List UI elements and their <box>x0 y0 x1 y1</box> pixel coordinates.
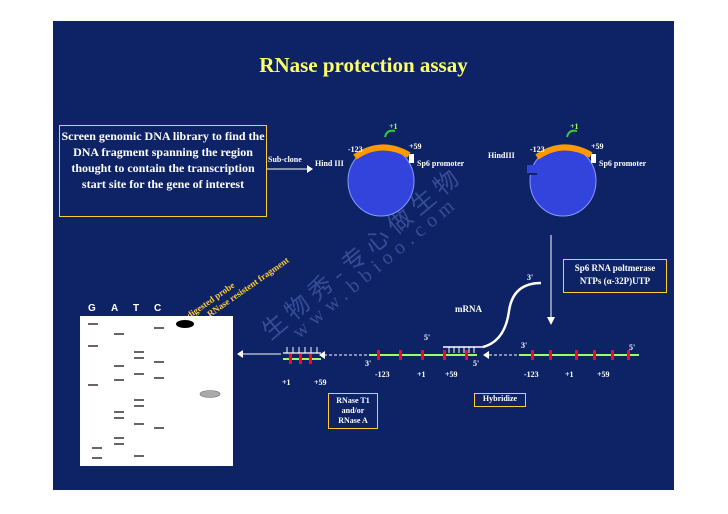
sp6-promoter-left: Sp6 promoter <box>417 159 465 168</box>
middle-minus123: -123 <box>375 370 390 379</box>
probe-strand <box>519 350 639 360</box>
minus123-right: -123 <box>530 145 545 154</box>
hybrid-strand <box>369 350 477 360</box>
rnase-arrow <box>319 351 367 359</box>
middle-3prime: 3' <box>365 359 372 368</box>
mrna-5prime: 5' <box>424 333 431 342</box>
rnase-line-2: and/or <box>341 406 365 415</box>
middle-plus1: +1 <box>417 370 426 379</box>
lane-t-label: T <box>133 303 140 314</box>
plus59-right: +59 <box>591 142 604 151</box>
fragment-plus59: +59 <box>314 378 327 387</box>
plus59-left: +59 <box>409 142 422 151</box>
subclone-arrow <box>267 165 313 173</box>
slide: 生物秀-专心做生物 www.bbioo.com RNase protection… <box>53 21 674 490</box>
subclone-label: Sub-clone <box>268 155 302 164</box>
sp6-box-line2: NTPs (α-32P)UTP <box>579 276 651 286</box>
transcription-arrow-icon <box>566 129 578 138</box>
sequencing-gel <box>80 316 233 466</box>
sp6-promoter-right: Sp6 promoter <box>599 159 647 168</box>
minus123-left: -123 <box>348 145 363 154</box>
mrna-label: mRNA <box>455 304 482 314</box>
rnase-line-1: RNase T1 <box>336 396 370 405</box>
sp6-polymerase-box: Sp6 RNA poltmerase NTPs (α-32P)UTP <box>563 259 667 293</box>
transcription-arrow-icon <box>384 129 396 138</box>
down-arrow <box>547 235 555 325</box>
gel-arrow <box>237 350 281 358</box>
mrna-3prime: 3' <box>527 273 534 282</box>
undigested-probe-band <box>176 320 194 328</box>
sp6-box-line1: Sp6 RNA poltmerase <box>574 263 656 273</box>
hybridize-label: Hybridize <box>482 394 518 403</box>
lane-g-label: G <box>88 303 96 314</box>
plasmid-left <box>347 129 415 217</box>
lane-c-label: C <box>154 303 162 314</box>
probe-minus123: -123 <box>524 370 539 379</box>
middle-5prime: 5' <box>473 359 480 368</box>
rnase-box: RNase T1 and/or RNase A <box>328 393 378 429</box>
middle-plus59: +59 <box>445 370 458 379</box>
probe-3prime: 3' <box>521 341 528 350</box>
screen-library-box: Screen genomic DNA library to find the D… <box>59 125 267 217</box>
hind-iii-right: HindIII <box>488 151 515 160</box>
hybridize-box: Hybridize <box>474 393 526 407</box>
hind-iii-left: Hind III <box>315 159 344 168</box>
mrna-curve <box>443 281 542 353</box>
plasmid-right <box>523 129 597 217</box>
page-title: RNase protection assay <box>259 53 468 77</box>
hybridize-arrow <box>483 351 517 359</box>
probe-plus1: +1 <box>565 370 574 379</box>
probe-plus59: +59 <box>597 370 610 379</box>
plus1-left: +1 <box>389 122 398 131</box>
lane-a-label: A <box>111 303 119 314</box>
probe-5prime: 5' <box>629 343 636 352</box>
fragment-plus1: +1 <box>282 378 291 387</box>
plus1-right: +1 <box>570 122 579 131</box>
protected-fragment <box>283 347 321 364</box>
rnase-line-3: RNase A <box>338 416 368 425</box>
protected-fragment-band <box>199 390 221 398</box>
